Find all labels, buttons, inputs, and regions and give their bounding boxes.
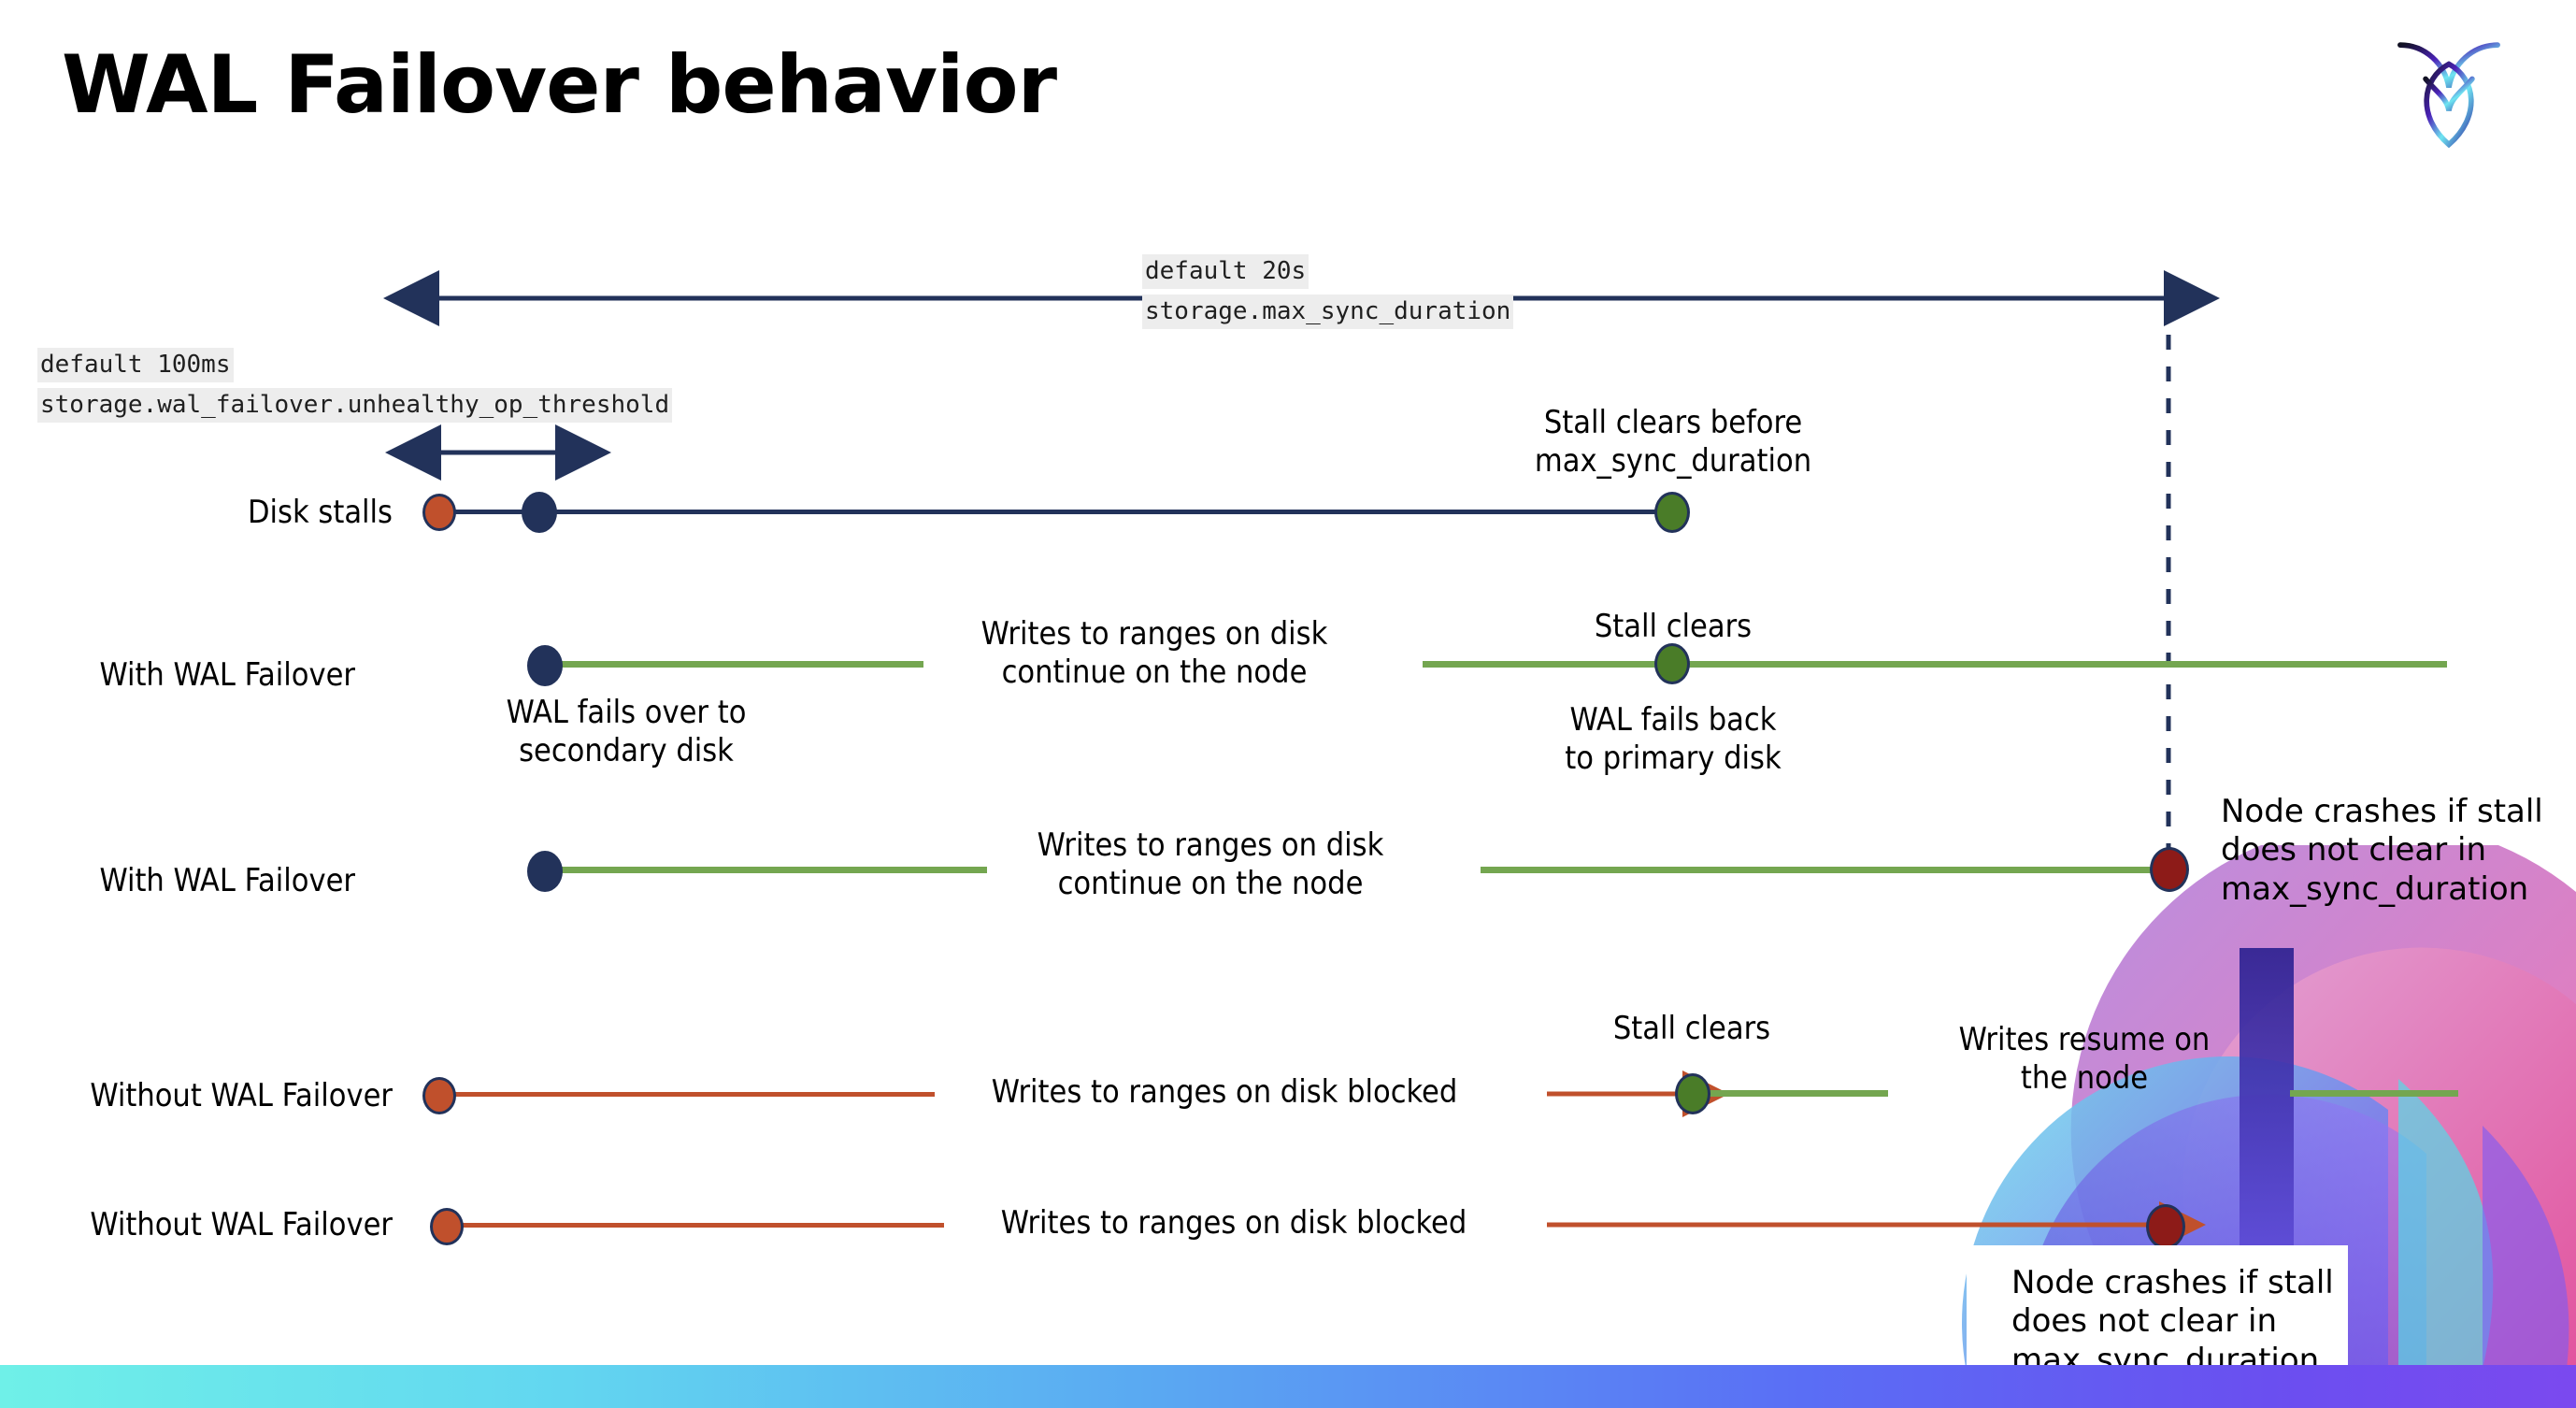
annotation-wal-fails-back-to-primary-disk: WAL fails back to primary disk — [1565, 701, 1782, 778]
annotation-writes-continue-row3: Writes to ranges on disk continue on the… — [1037, 826, 1384, 903]
cockroachdb-logo-icon — [2385, 28, 2512, 155]
row1-failover-dot — [522, 492, 557, 533]
row4-stall-start-dot — [422, 1077, 456, 1114]
annotation-stall-clears-before-max-sync: Stall clears before max_sync_duration — [1534, 404, 1812, 481]
row2-stall-clears-dot — [1654, 643, 1690, 684]
row3-green-line-right — [1481, 867, 2172, 873]
annotation-stall-clears-row4: Stall clears — [1612, 1010, 1771, 1047]
annotation-node-crashes-row5: Node crashes if stall does not clear in … — [2011, 1264, 2334, 1379]
row4-green-line-mid — [1701, 1090, 1888, 1097]
annotation-node-crashes-row3: Node crashes if stall does not clear in … — [2221, 793, 2543, 908]
row2-green-line-right — [1423, 661, 2447, 668]
row3-green-line-left — [550, 867, 987, 873]
max-sync-duration-setting-chip: storage.max_sync_duration — [1142, 295, 1514, 329]
max-sync-duration-default-chip: default 20s — [1142, 254, 1309, 289]
row-label-disk-stalls: Disk stalls — [247, 494, 393, 531]
row5-node-crash-dot — [2146, 1204, 2185, 1249]
row-label-without-wal-failover-crashes: Without WAL Failover — [90, 1206, 393, 1243]
row1-stall-start-dot — [422, 494, 456, 531]
annotation-writes-blocked-row4: Writes to ranges on disk blocked — [991, 1073, 1458, 1111]
unhealthy-op-threshold-setting-chip: storage.wal_failover.unhealthy_op_thresh… — [37, 388, 673, 423]
annotation-writes-continue-row2: Writes to ranges on disk continue on the… — [980, 615, 1328, 692]
annotation-writes-resume-row4: Writes resume on the node — [1958, 1021, 2211, 1098]
annotation-stall-clears-row2: Stall clears — [1594, 608, 1753, 645]
row5-stall-start-dot — [430, 1208, 464, 1245]
unhealthy-op-threshold-default-chip: default 100ms — [37, 348, 234, 382]
row4-stall-clears-dot — [1675, 1073, 1710, 1114]
row3-node-crash-dot — [2150, 847, 2189, 892]
annotation-wal-fails-over-to-secondary-disk: WAL fails over to secondary disk — [506, 694, 747, 770]
annotation-writes-blocked-row5: Writes to ranges on disk blocked — [1000, 1204, 1467, 1242]
row1-stall-line — [439, 510, 1673, 514]
row-label-with-wal-failover-recovers: With WAL Failover — [99, 656, 355, 694]
row4-red-line-left — [439, 1092, 935, 1097]
row-label-with-wal-failover-crashes: With WAL Failover — [99, 862, 355, 899]
row5-red-line-left — [447, 1223, 944, 1228]
page-title: WAL Failover behavior — [62, 38, 1057, 132]
row4-green-line-right — [2290, 1090, 2458, 1097]
row2-green-line-left — [550, 661, 923, 668]
row2-failover-dot — [527, 645, 563, 686]
row-label-without-wal-failover-recovers: Without WAL Failover — [90, 1077, 393, 1114]
row3-failover-dot — [527, 851, 563, 892]
row1-stall-clears-dot — [1654, 492, 1690, 533]
bottom-gradient-bar — [0, 1365, 2576, 1408]
